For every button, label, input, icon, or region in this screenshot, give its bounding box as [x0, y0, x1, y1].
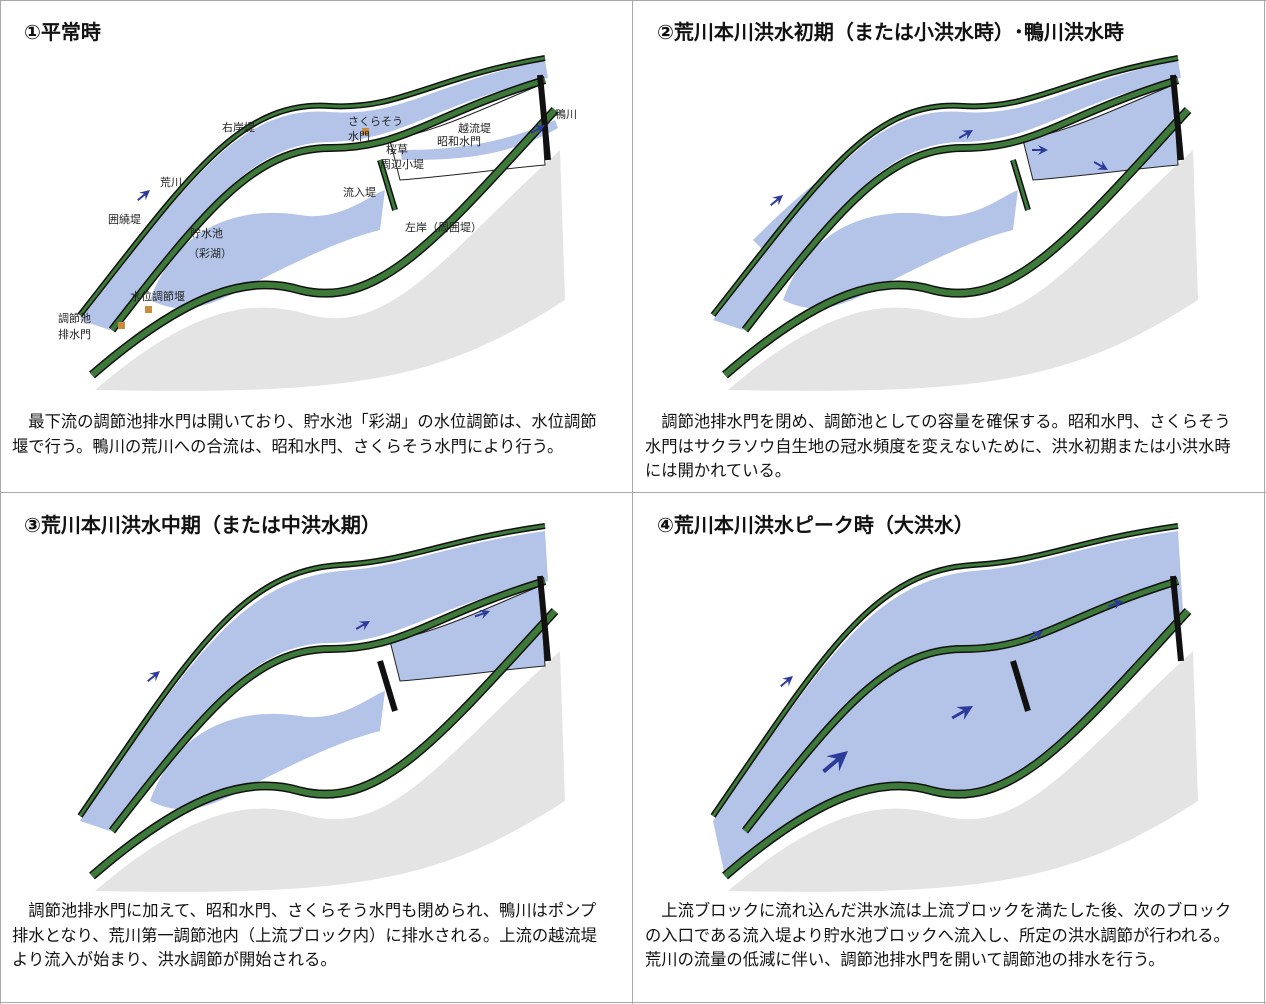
- inflow-dike-fill: [1011, 159, 1030, 211]
- panel-mid-flood: ③荒川本川洪水中期（または中洪水期） 調節池排水門に加えて、昭和水門、さくらそう…: [0, 493, 632, 1003]
- panel-normal: ①平常時 さくらそう 水門 越流堤 鴨川 右岸堤 昭和水門 桜草 周辺小堤 荒川…: [0, 0, 632, 492]
- label-drain-gate: 調節池: [58, 311, 91, 325]
- label-sakurasou-gate-2: 水門: [348, 130, 370, 143]
- river-diagram: [710, 523, 1198, 892]
- grid-line-top: [0, 0, 1266, 1]
- reservoir-saiko: [783, 190, 1018, 309]
- panel-caption: 上流ブロックに流れ込んだ洪水流は上流ブロックを満たした後、次のブロックの入口であ…: [645, 901, 1232, 969]
- right-dike-fill: [711, 524, 1179, 817]
- river-diagram: [77, 523, 565, 892]
- panel-title: ①平常時: [24, 20, 101, 44]
- right-dike-fill: [78, 524, 546, 817]
- flow-arrow: [767, 191, 787, 210]
- inflow-dike-fill: [378, 159, 397, 211]
- flow-arrow: [144, 667, 164, 686]
- enclosing-dike-fill: [110, 77, 546, 332]
- floodplain-water: [753, 85, 1103, 250]
- upper-block: [389, 585, 546, 682]
- panel-caption: 最下流の調節池排水門は開いており、貯水池「彩湖」の水位調節は、水位調節堰で行う。…: [12, 412, 597, 456]
- river-diagram: [710, 55, 1198, 391]
- panel-caption: 調節池排水門に加えて、昭和水門、さくらそう水門も閉められ、鴨川はポンプ排水となり…: [12, 901, 597, 969]
- enclosing-dike-fill: [743, 578, 1179, 833]
- panel-caption: 調節池排水門を閉め、調節池としての容量を確保する。昭和水門、さくらそう水門はサク…: [645, 412, 1231, 480]
- label-kamogawa: 鴨川: [555, 107, 577, 121]
- inflow-dike: [1010, 660, 1031, 712]
- left-dike-fill: [723, 608, 1191, 879]
- left-dike-fill: [90, 107, 558, 378]
- arakawa-river: [713, 60, 1181, 330]
- reservoir-saiko: [150, 691, 385, 810]
- right-dike-fill: [78, 56, 546, 316]
- panel-peak-flood: ④荒川本川洪水ピーク時（大洪水） 上流ブロックに流れ込んだ洪水流は上流ブロックを…: [633, 493, 1265, 1003]
- panel-early-flood: ②荒川本川洪水初期（または小洪水時）･鴨川洪水時 調節池排水門を閉め、調節池とし…: [633, 0, 1265, 492]
- arakawa-river-flooded: [80, 531, 548, 831]
- upper-block: [1022, 84, 1179, 181]
- label-sakurasou-small-dike: 桜草: [386, 142, 408, 156]
- full-inundation: [713, 531, 1183, 876]
- label-showa-gate: 昭和水門: [437, 135, 481, 148]
- river-diagram: さくらそう 水門 越流堤 鴨川 右岸堤 昭和水門 桜草 周辺小堤 荒川 流入堤 …: [58, 55, 577, 391]
- left-dike-fill: [723, 107, 1191, 378]
- label-sakurasou-gate: さくらそう: [348, 115, 403, 128]
- inflow-dike: [377, 660, 398, 712]
- label-sakurasou-small-dike-2: 周辺小堤: [380, 158, 424, 171]
- enclosing-dike-fill: [110, 578, 546, 833]
- panel-title: ②荒川本川洪水初期（または小洪水時）･鴨川洪水時: [657, 20, 1124, 44]
- embankment-shadow: [728, 651, 1198, 892]
- flow-arrow: [777, 672, 797, 691]
- overflow-dike: [537, 74, 551, 161]
- left-dike-fill: [90, 608, 558, 879]
- overflow-dike: [537, 575, 551, 662]
- label-right-dike: 右岸堤: [222, 120, 255, 134]
- label-enclosing-dike: 囲繞堤: [108, 213, 141, 226]
- label-reservoir: 貯水池: [190, 227, 223, 240]
- label-left-dike: 左岸（周囲堤）: [405, 221, 482, 234]
- label-inflow-dike: 流入堤: [343, 185, 376, 199]
- label-arakawa: 荒川: [160, 176, 182, 189]
- overflow-dike: [1170, 74, 1184, 161]
- right-dike-fill: [711, 56, 1179, 316]
- grid-line-center: [632, 0, 633, 1004]
- panel-title: ③荒川本川洪水中期（または中洪水期）: [24, 513, 381, 537]
- grid-line-right: [1264, 0, 1265, 1004]
- gate-marker: [362, 128, 369, 135]
- arakawa-river: [80, 60, 548, 330]
- embankment-shadow: [95, 651, 565, 892]
- grid-line-bottom: [0, 1002, 1266, 1003]
- gate-marker: [118, 322, 125, 329]
- gate-marker: [145, 306, 152, 313]
- enclosing-dike-fill: [743, 77, 1179, 332]
- label-weir: 水位調節堰: [130, 289, 185, 303]
- panel-title: ④荒川本川洪水ピーク時（大洪水）: [657, 513, 974, 537]
- grid-line-middle: [0, 492, 1266, 493]
- label-overflow-dike: 越流堤: [458, 121, 491, 135]
- label-reservoir-2: （彩湖）: [188, 247, 232, 260]
- label-drain-gate-2: 排水門: [58, 327, 91, 341]
- reservoir-saiko: [150, 190, 385, 309]
- flow-arrow: [134, 186, 154, 205]
- overflow-dike: [1170, 575, 1184, 662]
- grid-line-left: [0, 0, 1, 1004]
- kamogawa-channel: [400, 120, 558, 160]
- embankment-shadow: [95, 150, 565, 391]
- embankment-shadow: [728, 150, 1198, 391]
